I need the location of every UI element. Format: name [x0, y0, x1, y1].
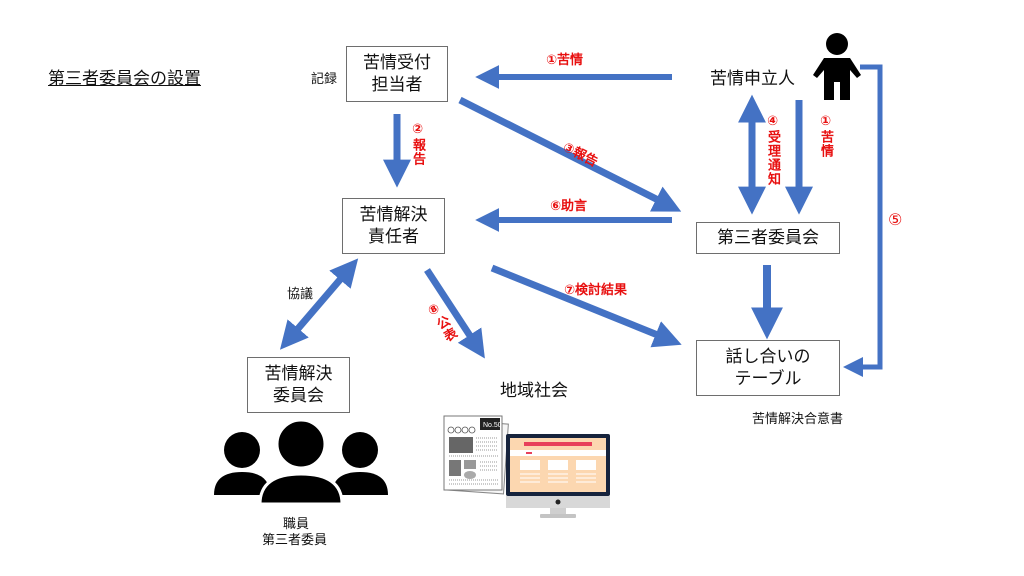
flow-label-1: ①苦情 [546, 53, 584, 68]
node-reception-line1: 苦情受付 [363, 53, 431, 73]
node-third-party: 第三者委員会 [696, 222, 840, 254]
person-icon [813, 33, 861, 100]
node-committee-internal-line1: 苦情解決 [264, 364, 333, 384]
consultation-label: 協議 [287, 287, 314, 302]
arrow-resolver-to-community [424, 268, 485, 359]
flow-label-7: ⑦検討結果 [564, 283, 628, 298]
node-resolver: 苦情解決 責任者 [342, 198, 445, 254]
node-table-line2: テーブル [734, 369, 802, 389]
node-committee-internal-line2: 委員会 [273, 386, 324, 406]
diagram-title: 第三者委員会の設置 [48, 69, 201, 89]
newspaper-number: No.50 [483, 422, 502, 429]
flow-label-1-vertical: ①苦情 [818, 114, 833, 158]
node-committee-internal: 苦情解決 委員会 [247, 357, 350, 413]
node-table: 話し合いの テーブル [696, 340, 840, 396]
flow-label-4: ④受理通知 [765, 114, 780, 186]
flow-label-2: ②報告 [410, 122, 425, 166]
node-table-line1: 話し合いの [725, 347, 811, 367]
media-icon: No.50 [443, 415, 610, 518]
newspaper-icon: No.50 [443, 415, 509, 495]
node-resolver-line1: 苦情解決 [359, 205, 428, 225]
members-label-line2: 第三者委員 [262, 533, 328, 548]
members-label-line1: 職員 [283, 517, 310, 532]
node-complainant: 苦情申立人 [710, 69, 795, 89]
node-reception-line2: 担当者 [371, 75, 423, 95]
node-resolver-line2: 責任者 [368, 227, 419, 247]
arrow-direct-to-table [843, 64, 883, 377]
agreement-doc-label: 苦情解決合意書 [752, 412, 844, 427]
flow-label-6: ⑥助言 [550, 199, 588, 214]
node-reception: 苦情受付 担当者 [346, 46, 448, 102]
monitor-icon [506, 434, 610, 518]
people-group-icon [214, 420, 388, 506]
record-label: 記録 [311, 72, 338, 87]
node-community: 地域社会 [500, 381, 568, 401]
arrow-reception-to-third-party [458, 96, 682, 212]
flow-label-5: ⑤ [888, 210, 903, 229]
arrow-resolver-to-table [490, 264, 682, 348]
arrow-consultation [279, 258, 359, 350]
